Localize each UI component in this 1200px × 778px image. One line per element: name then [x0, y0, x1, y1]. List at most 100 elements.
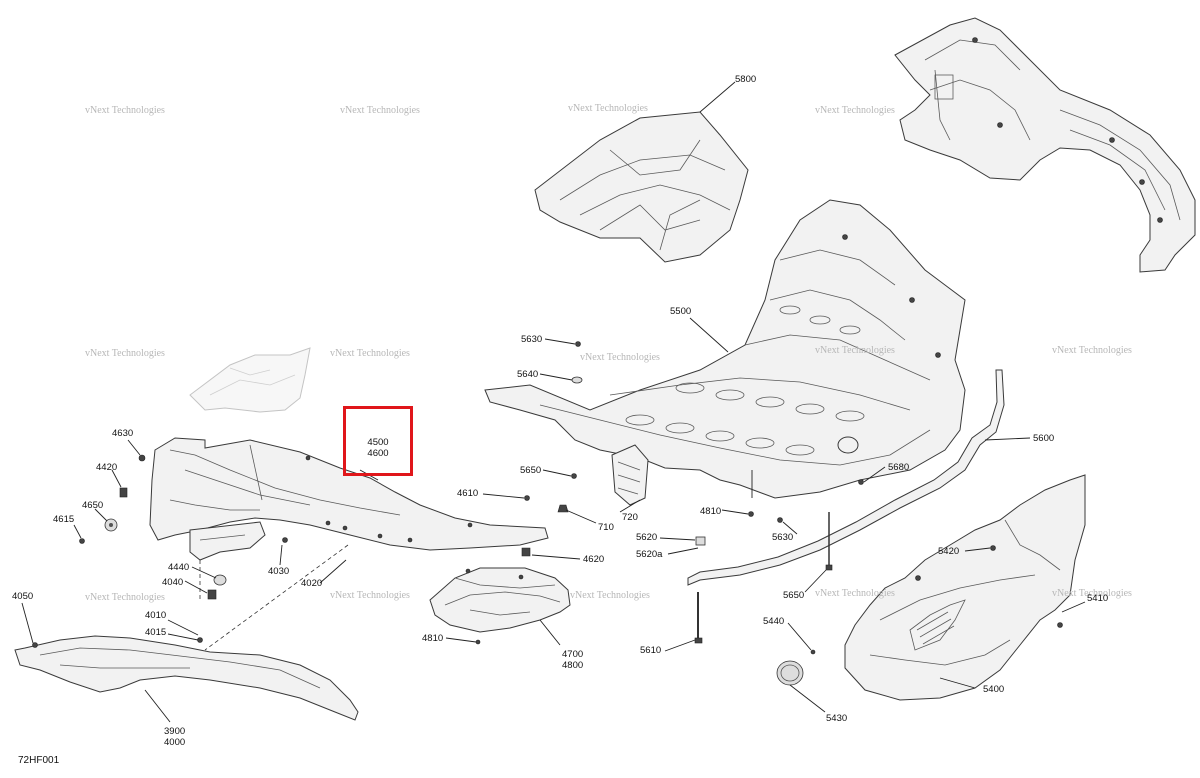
part-4810-rivet-b[interactable]: [475, 639, 481, 645]
leader-4630: [127, 439, 141, 456]
callout-label-5620a[interactable]: 5620a: [636, 549, 663, 560]
watermark: vNext Technologies: [815, 105, 895, 116]
part-5600-rail[interactable]: [687, 369, 1005, 586]
callout-label-4015[interactable]: 4015: [145, 627, 167, 638]
leader-5640: [539, 373, 573, 381]
leader-4015: [167, 633, 199, 641]
callout-label-4810[interactable]: 4810: [700, 506, 722, 517]
callout-label-5430[interactable]: 5430: [826, 713, 848, 724]
leader-5500: [689, 317, 729, 353]
part-710-nut[interactable]: [557, 504, 569, 513]
leader-5630b: [782, 521, 798, 535]
callout-label-5420[interactable]: 5420: [938, 546, 960, 557]
callout-label-5410[interactable]: 5410: [1087, 593, 1109, 604]
callout-label-4040[interactable]: 4040: [162, 577, 184, 588]
callout-label-4620[interactable]: 4620: [583, 554, 605, 565]
part-5800-cover[interactable]: [534, 111, 749, 263]
part-5430-cap[interactable]: [776, 660, 804, 686]
callout-label-4700[interactable]: 4700: [562, 649, 584, 660]
part-4030-fastener[interactable]: [282, 537, 288, 543]
part-4650-grommet[interactable]: [104, 518, 118, 532]
part-720-bracket[interactable]: [611, 444, 649, 506]
watermark: vNext Technologies: [570, 590, 650, 601]
diagram-code: 72HF001: [18, 755, 60, 766]
leader-4040: [184, 580, 208, 594]
part-4620-clip[interactable]: [521, 547, 531, 557]
callout-label-4650[interactable]: 4650: [82, 500, 104, 511]
part-4440-grommet[interactable]: [213, 574, 227, 586]
leader-5430: [789, 684, 826, 713]
callout-label-3900[interactable]: 3900: [164, 726, 186, 737]
callout-label-5630[interactable]: 5630: [521, 334, 543, 345]
leader-4420: [111, 469, 122, 488]
part-4615-fastener[interactable]: [79, 538, 85, 544]
watermark: vNext Technologies: [1052, 345, 1132, 356]
leader-4050: [21, 602, 34, 644]
part-5640-washer[interactable]: [571, 376, 583, 384]
watermark: vNext Technologies: [815, 588, 895, 599]
part-5650-fastener[interactable]: [571, 473, 577, 479]
leader-5630a: [544, 338, 576, 345]
part-5440-clip[interactable]: [810, 649, 816, 655]
callout-label-4000[interactable]: 4000: [164, 737, 186, 748]
part-5680-fastener[interactable]: [858, 479, 864, 485]
callout-label-4630[interactable]: 4630: [112, 428, 134, 439]
watermark: vNext Technologies: [815, 345, 895, 356]
leader-3900: [144, 689, 171, 723]
callout-label-5650[interactable]: 5650: [520, 465, 542, 476]
part-4610-fastener[interactable]: [524, 495, 530, 501]
leader-5650b: [804, 569, 827, 593]
callout-label-5630[interactable]: 5630: [772, 532, 794, 543]
callout-label-4800[interactable]: 4800: [562, 660, 584, 671]
part-5620-clip[interactable]: [695, 536, 706, 546]
leader-4650: [94, 508, 108, 522]
callout-label-4020[interactable]: 4020: [301, 578, 323, 589]
callout-label-5800[interactable]: 5800: [735, 74, 757, 85]
callout-label-720[interactable]: 720: [622, 512, 638, 523]
callout-label-5680[interactable]: 5680: [888, 462, 910, 473]
callout-label-4420[interactable]: 4420: [96, 462, 118, 473]
leader-5410: [1061, 601, 1086, 613]
callout-label-5400[interactable]: 5400: [983, 684, 1005, 695]
leader-5620: [659, 537, 696, 541]
callout-label-4810[interactable]: 4810: [422, 633, 444, 644]
part-rear-fender-assembly[interactable]: [894, 17, 1196, 273]
part-5610-bolt[interactable]: [694, 592, 703, 644]
part-4630-clip[interactable]: [138, 454, 146, 462]
watermark: vNext Technologies: [85, 348, 165, 359]
watermark: vNext Technologies: [330, 348, 410, 359]
part-5630-screw[interactable]: [575, 341, 581, 347]
part-5630-screw-b[interactable]: [777, 517, 783, 523]
callout-label-5500[interactable]: 5500: [670, 306, 692, 317]
callout-label-5440[interactable]: 5440: [763, 616, 785, 627]
callout-label-5650[interactable]: 5650: [783, 590, 805, 601]
watermark: vNext Technologies: [1052, 588, 1132, 599]
leader-5420: [964, 547, 991, 552]
callout-label-4050[interactable]: 4050: [12, 591, 34, 602]
part-4040-screw[interactable]: [207, 589, 217, 600]
callout-label-4500[interactable]: 4500: [367, 437, 389, 448]
part-5650-bolt[interactable]: [825, 512, 833, 571]
callout-label-4030[interactable]: 4030: [268, 566, 290, 577]
callout-label-4615[interactable]: 4615: [53, 514, 75, 525]
callout-label-4440[interactable]: 4440: [168, 562, 190, 573]
callout-label-5620[interactable]: 5620: [636, 532, 658, 543]
callout-label-5610[interactable]: 5610: [640, 645, 662, 656]
callout-label-4010[interactable]: 4010: [145, 610, 167, 621]
part-4440-bracket[interactable]: [189, 521, 266, 561]
callout-label-4600[interactable]: 4600: [367, 448, 389, 459]
leader-5440: [787, 622, 812, 651]
part-5400-front-fender[interactable]: [844, 474, 1086, 701]
callout-label-5640[interactable]: 5640: [517, 369, 539, 380]
callout-label-4610[interactable]: 4610: [457, 488, 479, 499]
callout-label-710[interactable]: 710: [598, 522, 614, 533]
highlighted-callout-box[interactable]: [343, 406, 413, 476]
part-3900-lower-fender[interactable]: [14, 635, 359, 721]
part-4700-skid-plate[interactable]: [429, 567, 571, 633]
callout-label-5600[interactable]: 5600: [1033, 433, 1055, 444]
part-4810-rivet[interactable]: [748, 511, 754, 517]
part-4420-screw[interactable]: [119, 487, 128, 498]
leader-4620: [531, 554, 581, 560]
leader-5610: [664, 639, 696, 652]
